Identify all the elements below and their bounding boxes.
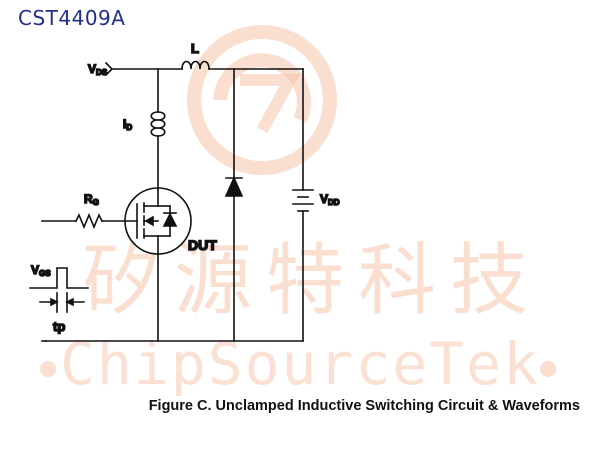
vgs-pulse bbox=[29, 267, 89, 289]
tp-arrow-right-head bbox=[65, 297, 74, 307]
id-label: ID bbox=[123, 117, 132, 132]
dut-label: DUT bbox=[188, 237, 217, 253]
watermark-dot-right bbox=[540, 361, 556, 377]
vds-label: VDS bbox=[88, 62, 108, 77]
watermark-dot-left bbox=[40, 361, 56, 377]
vgs-label: VGS bbox=[31, 263, 51, 278]
mosfet-arrow bbox=[144, 215, 154, 227]
figure-caption: Figure C. Unclamped Inductive Switching … bbox=[148, 398, 580, 414]
tp-arrow-left-head bbox=[50, 297, 59, 307]
freewheel-diode-triangle bbox=[224, 176, 244, 197]
body-diode-triangle bbox=[162, 212, 178, 227]
inductor-l bbox=[181, 60, 210, 70]
part-number: CST4409A bbox=[18, 6, 126, 30]
current-probe-id bbox=[150, 111, 166, 137]
vdd-label: VDD bbox=[320, 192, 340, 207]
rg-label: RG bbox=[84, 192, 99, 207]
gate-resistor-rg bbox=[74, 212, 104, 230]
inductor-label: L bbox=[191, 41, 199, 56]
watermark-chinese: 矽源特科技 bbox=[81, 236, 542, 326]
tp-label: tp bbox=[53, 319, 65, 334]
